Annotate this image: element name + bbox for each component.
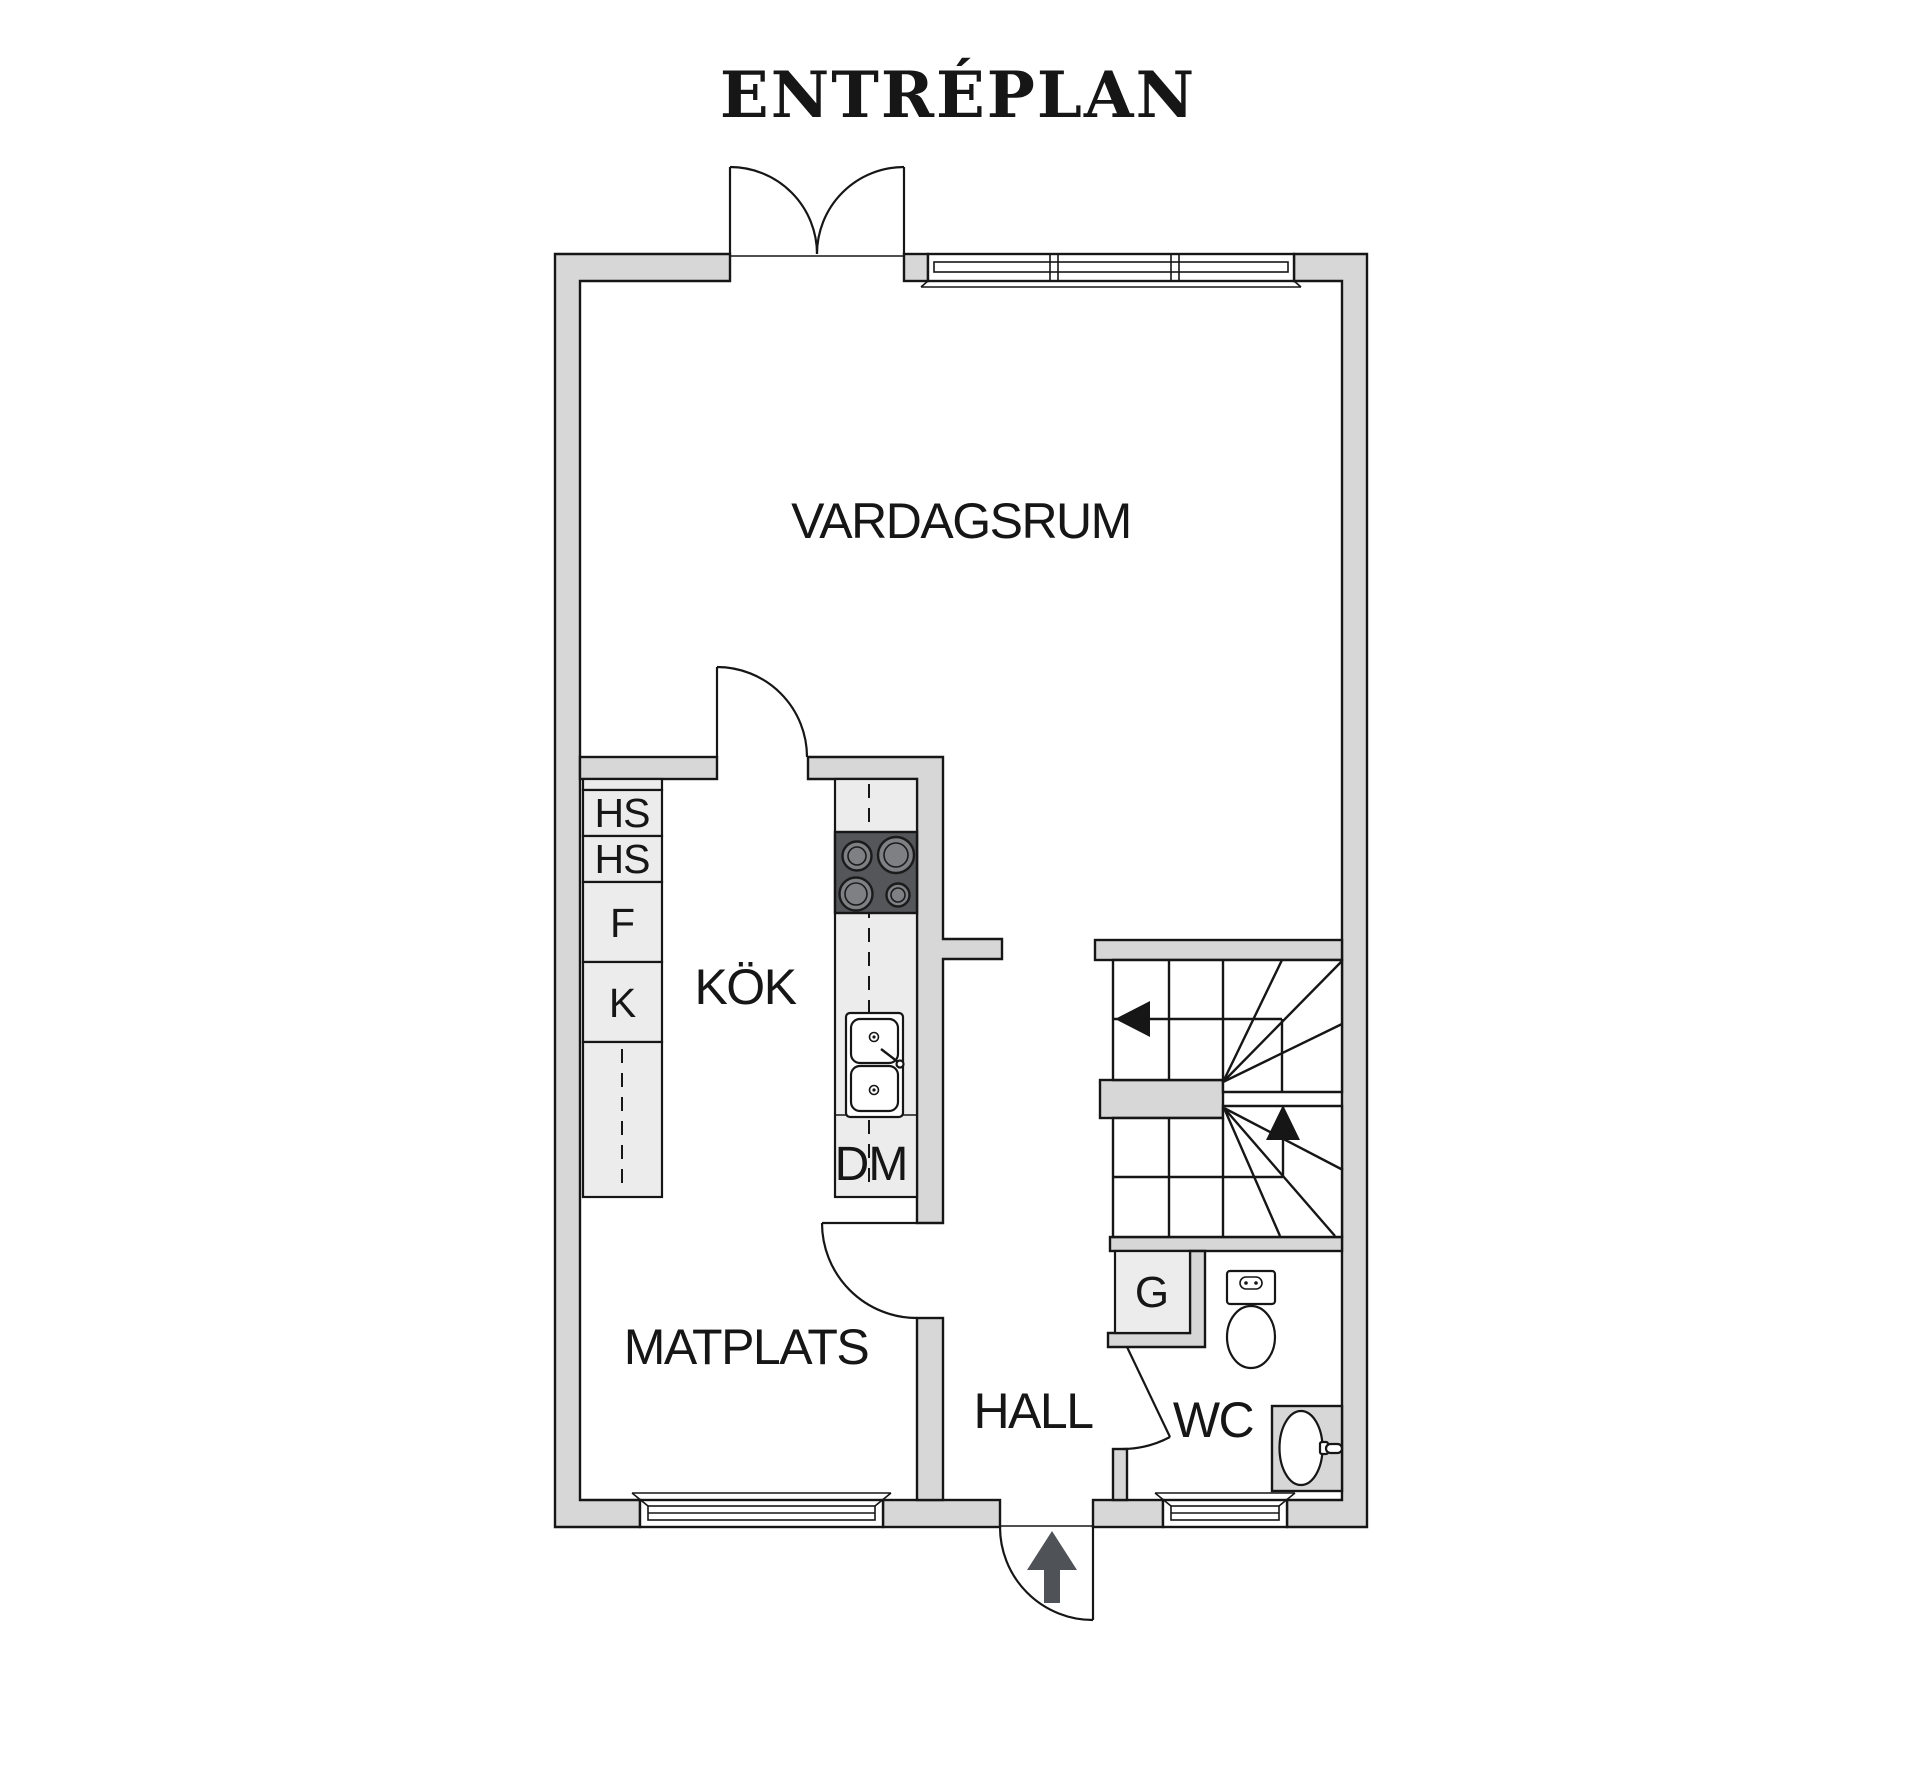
wall-stairs-separator — [1098, 1078, 1225, 1120]
toilet-icon — [1225, 1269, 1277, 1370]
wall-wc-stub — [1111, 1447, 1129, 1502]
window-dining — [631, 1492, 892, 1529]
wall-outer-left — [553, 252, 732, 1529]
cabinet-fridge — [581, 960, 664, 1044]
wall-stairs-bottom — [1108, 1235, 1344, 1253]
wall-dining-hall — [915, 1316, 945, 1502]
sink-icon — [844, 1011, 905, 1119]
fridge-label: K — [609, 980, 636, 1026]
room-label-living: VARDAGSRUM — [791, 493, 1131, 549]
cabinet-hs-2 — [581, 834, 664, 884]
kitchen-cabinet-strip: HS HS F K — [581, 777, 664, 1199]
stairs-up-arrow-icon — [1266, 1105, 1300, 1140]
cabinet-hs-1-label: HS — [595, 790, 650, 836]
window-top — [920, 252, 1302, 288]
stairs-down-arrow-icon — [1115, 1001, 1150, 1037]
dining-door-icon — [820, 1221, 918, 1320]
room-label-dining: MATPLATS — [624, 1319, 869, 1375]
walls — [553, 252, 1369, 1529]
wardrobe-label: G — [1135, 1268, 1169, 1317]
stairs-lower-flight — [1111, 1104, 1344, 1239]
kitchen-door-icon — [715, 665, 809, 758]
entry-arrow-icon — [1027, 1531, 1077, 1603]
wc-door-icon — [1122, 1346, 1171, 1451]
freezer-label: F — [610, 900, 634, 946]
room-label-wc: WC — [1173, 1392, 1254, 1448]
doors — [715, 165, 1171, 1622]
wardrobe: G — [1113, 1249, 1192, 1335]
cabinet-hs-2-label: HS — [595, 836, 650, 882]
wall-outer-right — [1285, 252, 1369, 1529]
page-title: ENTRÉPLAN — [720, 58, 1196, 133]
wc-fixtures — [1225, 1269, 1344, 1493]
french-doors-icon — [728, 165, 906, 257]
wall-bottom-a — [881, 1498, 1002, 1529]
washbasin-icon — [1270, 1404, 1344, 1493]
wall-livingroom-kitchen-left — [578, 755, 719, 781]
kitchen-counter-column: DM — [833, 777, 919, 1199]
wardrobe-box — [1113, 1249, 1192, 1335]
wall-bottom-b — [1091, 1498, 1165, 1529]
wall-stairs-top — [1093, 938, 1344, 962]
stairs-upper-flight — [1111, 958, 1344, 1094]
room-label-kitchen: KÖK — [694, 959, 796, 1015]
dishwasher-label: DM — [835, 1138, 908, 1191]
window-wc — [1154, 1492, 1296, 1529]
cabinet-top-strip — [581, 777, 664, 792]
room-label-hall: HALL — [973, 1383, 1093, 1439]
wall-top-jamb — [902, 252, 930, 283]
staircase — [1111, 958, 1344, 1239]
room-labels: VARDAGSRUM KÖK MATPLATS HALL WC — [624, 493, 1255, 1448]
stove-icon — [833, 830, 919, 915]
cabinet-hs-1 — [581, 788, 664, 838]
entry-door-icon — [998, 1525, 1095, 1622]
